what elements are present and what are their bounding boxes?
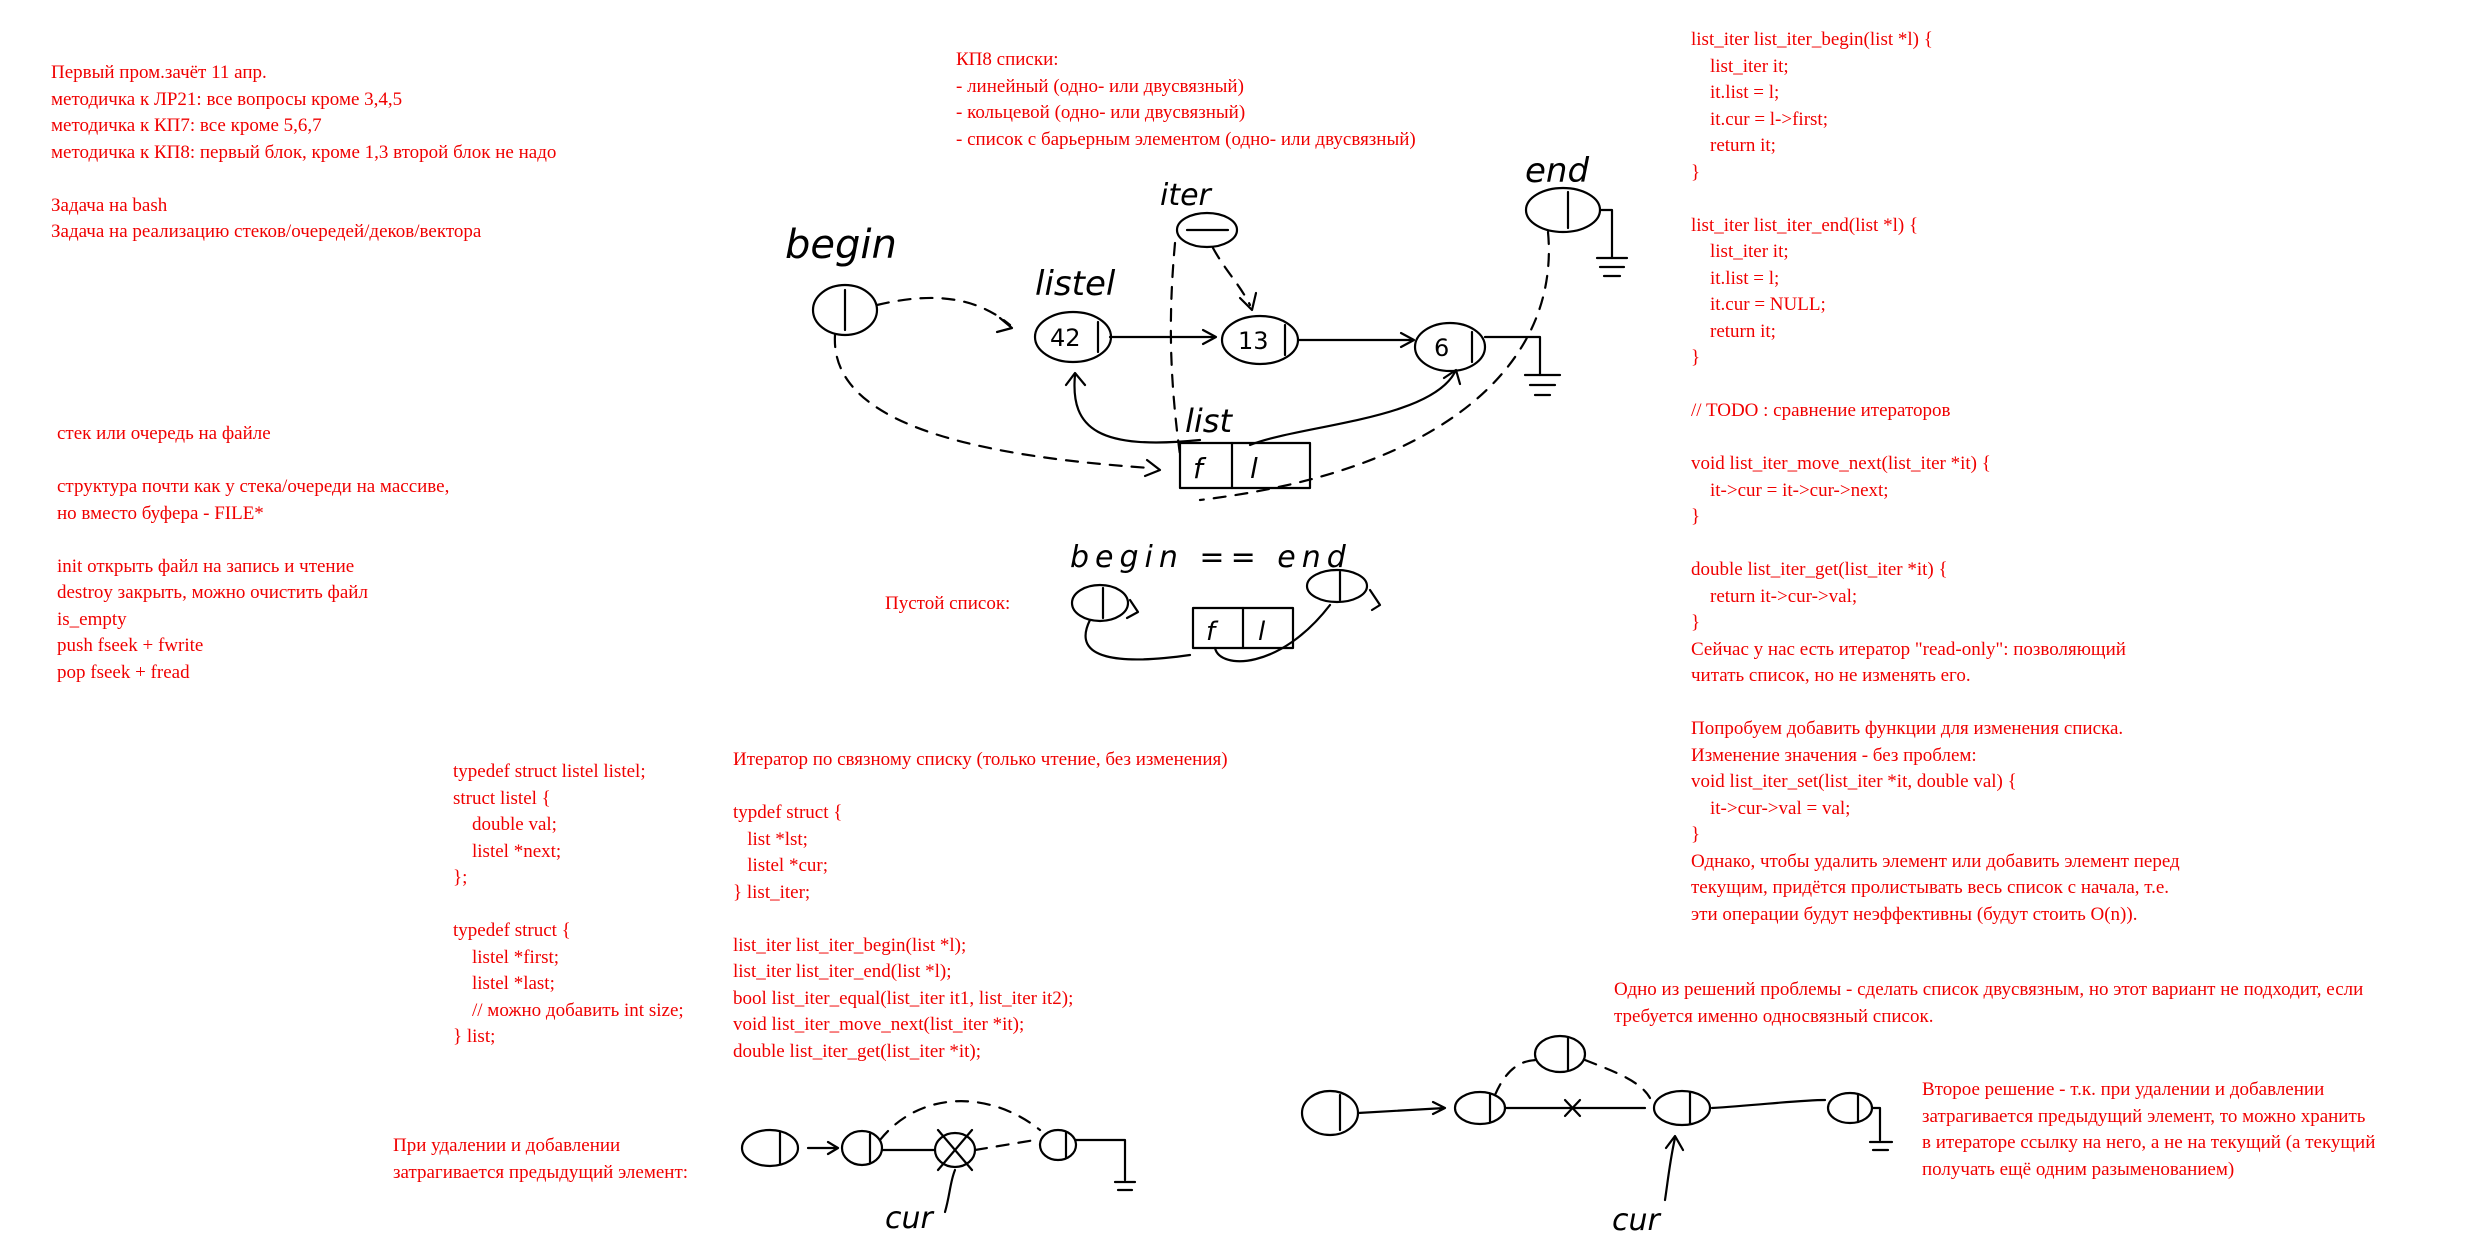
- empty-end-node: [1305, 568, 1369, 604]
- list-field-last: l: [1250, 452, 1258, 485]
- del-cur-label: cur: [885, 1201, 935, 1236]
- end-dashed-link: [1198, 230, 1550, 502]
- listel-label: listel: [1035, 264, 1116, 304]
- list-field-first: f: [1193, 452, 1207, 485]
- sol-node-d: [1826, 1091, 1874, 1125]
- iterator-declaration: Итератор по связному списку (только чтен…: [733, 749, 1228, 1062]
- exam-notes: Первый пром.зачёт 11 апр. методичка к ЛР…: [51, 62, 557, 242]
- sol-node-new: [1533, 1034, 1587, 1074]
- sol-cur-label: cur: [1612, 1203, 1662, 1237]
- iter-node: [1175, 211, 1239, 249]
- end-label: end: [1525, 151, 1589, 191]
- begin-label: begin: [785, 222, 897, 268]
- iter-to-node-arrow: [1211, 246, 1252, 307]
- iterator-implementation: list_iter list_iter_begin(list *l) { lis…: [1691, 29, 2180, 925]
- del-node-a: [740, 1128, 800, 1168]
- iter-label: iter: [1160, 178, 1213, 213]
- begin-to-listel-arrow: [875, 296, 1012, 327]
- del-node-d: [1038, 1128, 1078, 1162]
- last-pointer-arrow: [1248, 370, 1457, 447]
- node-42-value: 42: [1050, 324, 1081, 352]
- begin-pointer-node: [811, 283, 879, 337]
- empty-list-diagram: begin == end f l: [1070, 540, 1382, 663]
- empty-begin-node: [1070, 583, 1130, 623]
- empty-field-first: f: [1206, 617, 1219, 647]
- first-pointer-arrow: [1073, 373, 1202, 444]
- sol-node-b: [1453, 1090, 1507, 1126]
- solution-one-note: Одно из решений проблемы - сделать списо…: [1614, 979, 2364, 1027]
- empty-field-last: l: [1258, 617, 1266, 647]
- node-6-value: 6: [1434, 334, 1449, 362]
- sol-node-a: [1300, 1089, 1360, 1137]
- struct-code: typedef struct listel listel; struct lis…: [453, 761, 684, 1047]
- node-13-value: 13: [1238, 327, 1269, 355]
- solution-two-note: Второе решение - т.к. при удалении и доб…: [1922, 1079, 2376, 1180]
- list-label: list: [1185, 402, 1233, 440]
- node-6: [1413, 321, 1487, 373]
- file-stack-notes: стек или очередь на файле структура почт…: [57, 423, 450, 683]
- begin-to-list-arrow: [833, 333, 1152, 470]
- deletion-sketch: cur: [740, 1100, 1137, 1236]
- list-struct-box: [1178, 441, 1312, 490]
- sol-node-current: [1652, 1089, 1712, 1127]
- empty-caption: begin == end: [1070, 540, 1352, 575]
- empty-list-label: Пустой список:: [885, 593, 1011, 614]
- list-types-notes: КП8 списки: - линейный (одно- или двусвя…: [956, 49, 1416, 150]
- iter-to-list-arrow: [1169, 241, 1182, 457]
- delete-note: При удалении и добавлении затрагивается …: [393, 1135, 689, 1183]
- del-node-b: [840, 1129, 884, 1167]
- end-pointer-node: [1524, 186, 1602, 234]
- null-link: [1483, 335, 1542, 377]
- list-diagram: begin listel 42 iter 13 6 end: [785, 151, 1629, 502]
- solution-sketch: cur: [1300, 1034, 1894, 1237]
